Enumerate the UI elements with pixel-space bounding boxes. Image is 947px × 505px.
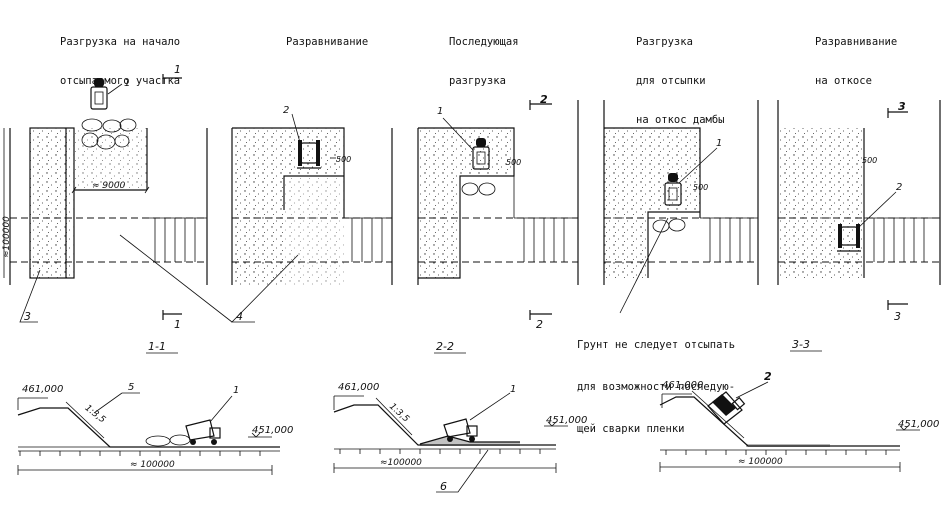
- callout-1: 1: [510, 384, 516, 395]
- dim-width: ≈ 9000: [92, 181, 126, 191]
- callout-2: 2: [896, 182, 902, 193]
- plan-3: 1 500 2 2 2-2: [417, 93, 579, 354]
- callout-2: 2: [283, 105, 289, 116]
- section-label-2-2: 2-2: [436, 340, 454, 353]
- caption-line: Разгрузка: [636, 36, 693, 48]
- elevation-top: 461,000: [22, 384, 63, 395]
- dump-truck-side-icon: [185, 419, 221, 445]
- section-3-3: 2 461,000 451,000 ≈ 100000: [659, 370, 939, 472]
- callout-5: 5: [128, 382, 134, 393]
- dim-offset: 500: [336, 155, 351, 164]
- plan-4: 1 500: [603, 100, 759, 314]
- caption-line: разгрузка: [449, 75, 506, 87]
- dump-truck-side-icon: [443, 418, 478, 442]
- dim-span-c: ≈ 100000: [738, 457, 783, 467]
- embankment-hatch: [30, 128, 74, 278]
- soil-heap-2: [461, 182, 496, 196]
- bulldozer-icon: [297, 140, 321, 169]
- cut-mark-2b: 2: [536, 318, 543, 331]
- section-label-3-3: 3-3: [792, 338, 810, 351]
- caption-line: Разгрузка на начало: [60, 36, 181, 48]
- dim-offset: 500: [506, 158, 521, 167]
- callout-2: 2: [764, 370, 772, 383]
- plan-1: 1 1 1 ≈ 9000 ≈100000 3 4 1-1: [2, 63, 299, 354]
- elevation-bottom: 451,000: [252, 425, 293, 436]
- callout-3: 3: [24, 310, 31, 323]
- cut-mark-3b: 3: [894, 310, 901, 323]
- callout-4: 4: [236, 310, 243, 323]
- elevation-top: 461,000: [662, 380, 703, 391]
- dim-offset: 500: [862, 156, 877, 165]
- caption-line: на откос дамбы: [636, 114, 725, 126]
- section-1-1: 1 461,000 451,000 1:3,5 5 ≈ 100000: [17, 382, 293, 475]
- dump-truck-icon: [472, 138, 490, 170]
- callout-6: 6: [440, 480, 447, 493]
- section-label-1-1: 1-1: [148, 340, 166, 353]
- dump-truck-icon: [664, 173, 682, 206]
- caption-level-slope: Разравнивание на откосе: [815, 10, 897, 114]
- cut-mark-1: 1: [174, 63, 181, 76]
- caption-line: на откосе: [815, 75, 872, 87]
- section-2-2: 1 461,000 451,000 1:3,5 ≈100000 6: [333, 382, 587, 493]
- soil-heap-3: [652, 218, 686, 233]
- bulldozer-side-icon: [707, 391, 746, 425]
- elevation-top: 461,000: [338, 382, 379, 393]
- soil-note: Грунт не следует отсыпать для возможност…: [577, 310, 735, 464]
- dim-height: ≈100000: [2, 216, 12, 258]
- caption-unload-slope: Разгрузка для отсыпки на откос дамбы: [636, 10, 725, 153]
- elevation-bottom: 451,000: [898, 419, 939, 430]
- plan-2: 2 500: [231, 105, 393, 285]
- dim-span: ≈ 100000: [130, 460, 175, 470]
- dim-offset: 500: [693, 183, 708, 192]
- note-line: Грунт не следует отсыпать: [577, 339, 736, 351]
- callout-1: 1: [716, 138, 722, 149]
- dim-span-b: ≈100000: [380, 458, 422, 468]
- cut-mark-1b: 1: [174, 318, 181, 331]
- callout-1: 1: [124, 78, 130, 89]
- caption-line: Последующая: [449, 36, 519, 48]
- callout-1: 1: [233, 385, 239, 396]
- caption-line: для отсыпки: [636, 75, 706, 87]
- dump-truck-icon: [90, 78, 108, 110]
- bulldozer-icon: [837, 224, 861, 252]
- caption-next-unload: Последующая разгрузка: [449, 10, 519, 114]
- plan-5: 2 500 3 3 3-3: [777, 100, 941, 352]
- cut-mark-3: 3: [898, 100, 906, 113]
- callout-1: 1: [437, 106, 443, 117]
- note-line: щей сварки пленки: [577, 423, 685, 435]
- caption-line: Разравнивание: [286, 36, 369, 48]
- soil-pile: [145, 434, 191, 447]
- caption-line: Разравнивание: [815, 36, 898, 48]
- note-line: для возможности последую-: [577, 381, 736, 393]
- caption-levelling: Разравнивание: [286, 10, 368, 75]
- elevation-bottom: 451,000: [546, 415, 587, 426]
- soil-heap: [81, 118, 137, 150]
- cut-mark-2: 2: [540, 93, 548, 106]
